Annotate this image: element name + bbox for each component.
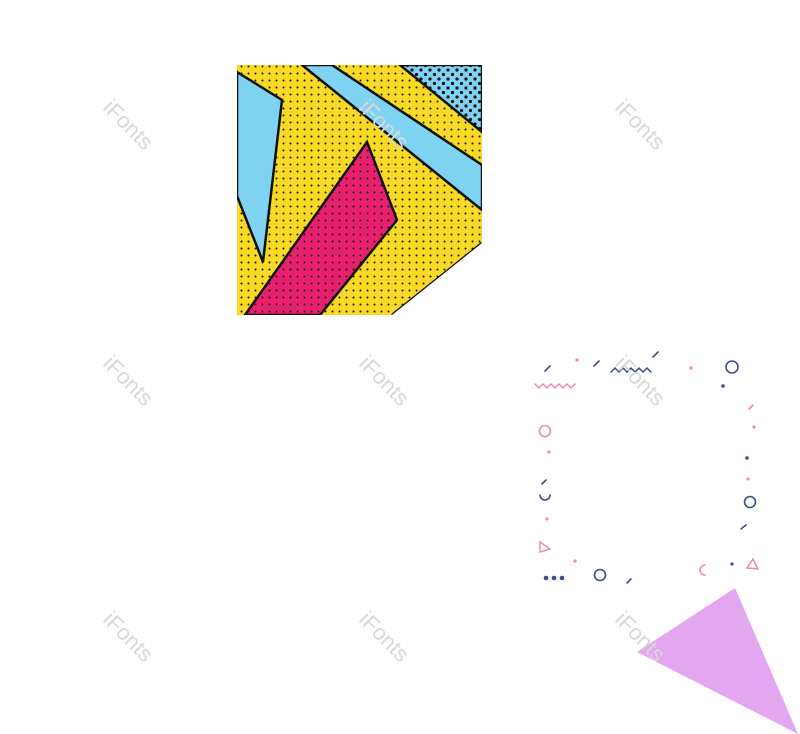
confetti-dot [730, 562, 734, 566]
confetti-dot [547, 450, 551, 454]
confetti-zigzag [534, 382, 576, 390]
pop-art-cyan-shard [237, 69, 284, 263]
confetti-dot [745, 456, 749, 460]
confetti-ring [725, 360, 739, 374]
confetti-dash [626, 578, 632, 584]
confetti-dot [746, 477, 750, 481]
confetti-triangle [539, 540, 552, 554]
confetti-dash [544, 365, 551, 372]
pop-art-cyan-stripe [298, 65, 482, 213]
confetti-ring [743, 495, 757, 509]
confetti-dot [545, 517, 549, 521]
confetti-dash [541, 479, 547, 485]
confetti-dot [721, 384, 725, 388]
confetti-dash [593, 360, 600, 367]
confetti-frame [534, 351, 760, 584]
confetti-zigzag [610, 366, 652, 374]
confetti-dash [740, 524, 747, 530]
confetti-dash [652, 351, 659, 358]
pop-art-cyan-corner [396, 65, 482, 135]
violet-triangle [637, 588, 798, 734]
pop-art-cut-edge [391, 242, 482, 315]
confetti-dot [573, 559, 577, 563]
pop-art-magenta-shard [242, 139, 399, 315]
confetti-dash [748, 404, 754, 410]
confetti-dot [575, 358, 579, 362]
confetti-dot [752, 425, 756, 429]
confetti-arc [699, 564, 706, 576]
confetti-bead [543, 575, 549, 581]
confetti-bead [559, 575, 565, 581]
confetti-ring [593, 568, 607, 582]
confetti-dot [689, 366, 693, 370]
confetti-triangle [745, 557, 760, 570]
confetti-ring [538, 424, 552, 438]
confetti-bead [551, 575, 557, 581]
pop-art-square [237, 65, 482, 315]
confetti-arc [539, 494, 551, 501]
